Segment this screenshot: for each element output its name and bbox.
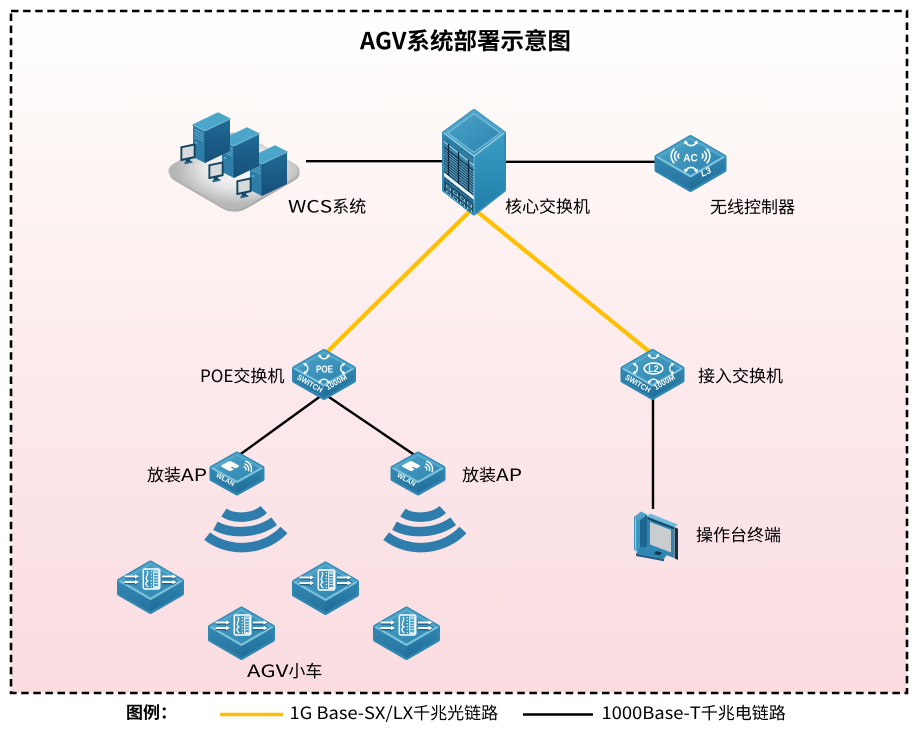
svg-text:L2: L2 [648, 364, 659, 375]
svg-text:AC: AC [683, 153, 698, 165]
svg-text:L3: L3 [699, 165, 713, 179]
svg-text:POE: POE [316, 365, 333, 376]
